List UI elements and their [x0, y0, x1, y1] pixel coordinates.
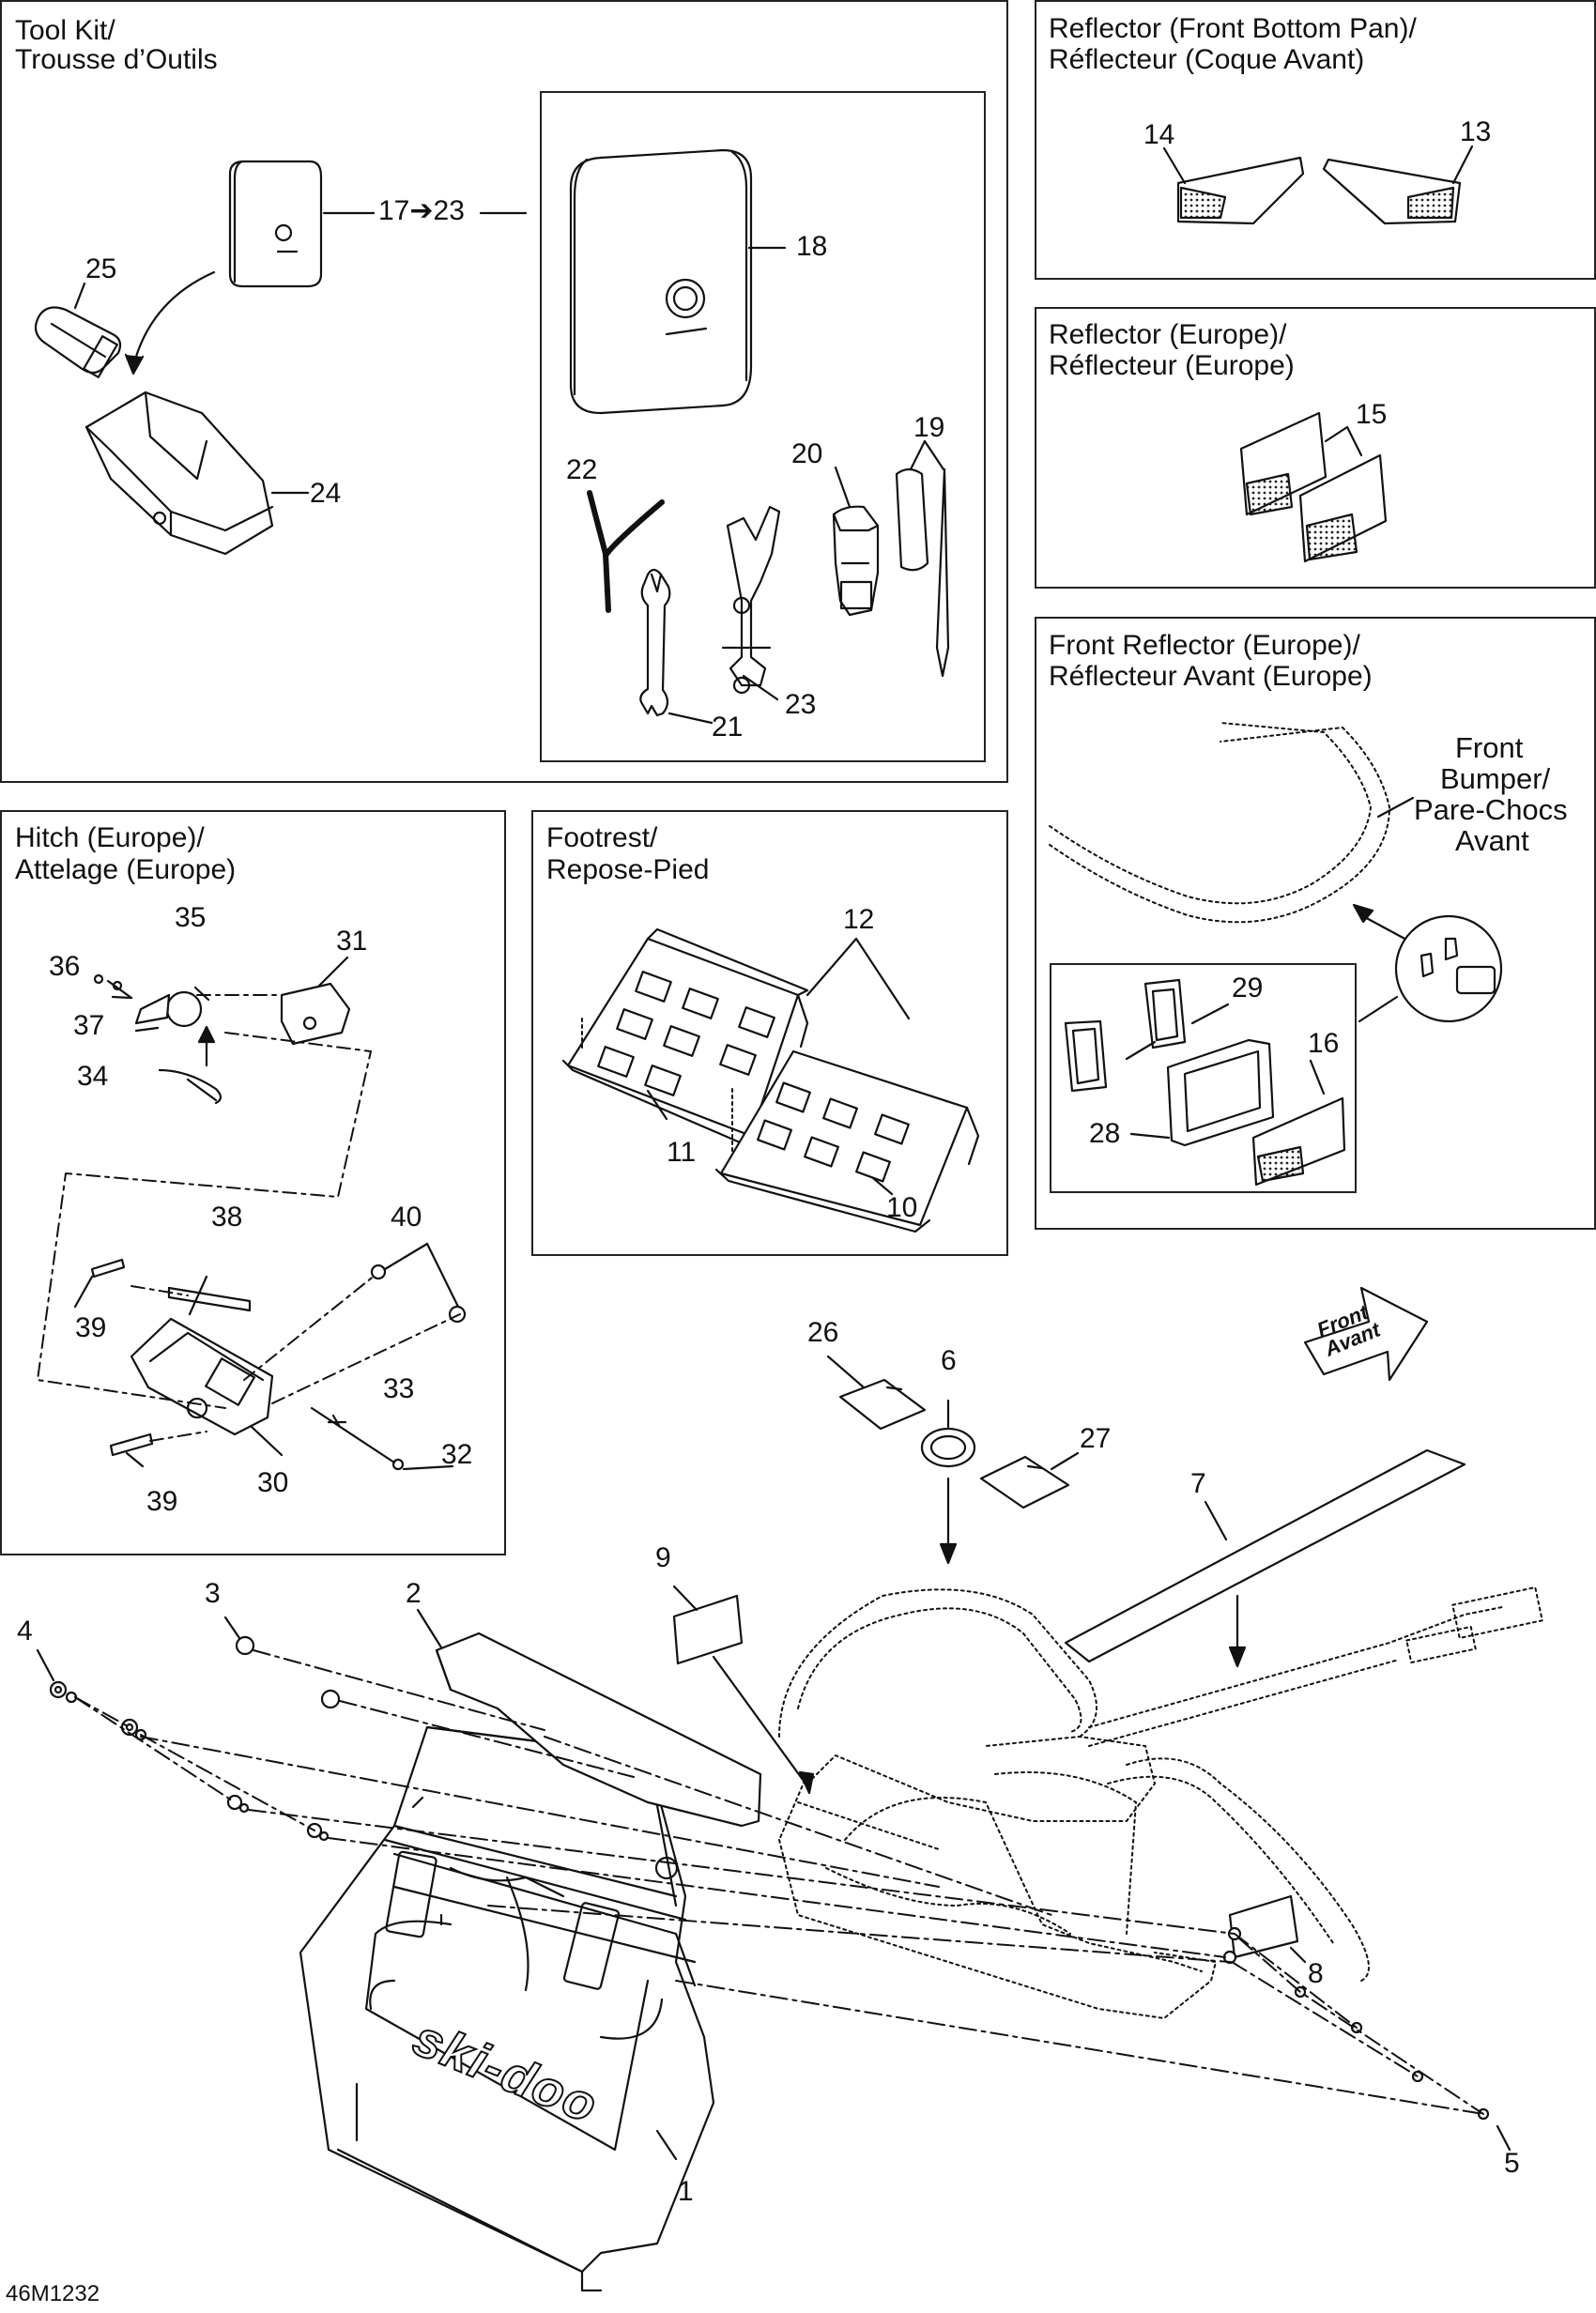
part-number-20: 20	[791, 438, 823, 469]
wrench-21	[639, 568, 671, 717]
tool-bracket	[84, 391, 274, 556]
front-bumper-label-2: Bumper/	[1440, 762, 1551, 795]
footrest-title-en: Footrest/	[546, 822, 658, 853]
part-number-22: 22	[566, 454, 598, 485]
range-17-23-label: 17➔23	[378, 195, 465, 226]
part-number-31: 31	[336, 926, 368, 957]
part-number-15: 15	[1356, 399, 1388, 430]
part-number-21: 21	[712, 712, 744, 743]
part-number-8: 8	[1308, 1958, 1324, 1989]
reflector-front-bottom-title-fr: Réflecteur (Coque Avant)	[1049, 44, 1365, 75]
part-number-10: 10	[886, 1192, 918, 1223]
fastener-screws	[49, 1635, 1490, 2121]
part-number-25: 25	[85, 253, 117, 284]
part-number-37: 37	[73, 1010, 105, 1041]
part-number-24: 24	[310, 478, 342, 509]
front-bumper-label-3: Pare-Chocs	[1414, 793, 1568, 826]
part-number-28: 28	[1089, 1118, 1121, 1149]
front-bumper-label-1: Front	[1455, 731, 1524, 764]
reflector-europe-title-fr: Réflecteur (Europe)	[1049, 350, 1295, 381]
part-number-18: 18	[796, 231, 828, 262]
part-number-40: 40	[391, 1202, 422, 1233]
part-number-36: 36	[49, 951, 81, 982]
part-number-23: 23	[785, 689, 817, 720]
front-reflector-europe-title-fr: Réflecteur Avant (Europe)	[1049, 661, 1373, 692]
front-bumper-part	[435, 1631, 762, 1828]
part-number-4: 4	[17, 1616, 33, 1647]
part-number-9: 9	[655, 1542, 671, 1573]
tool-bag-small	[228, 160, 323, 288]
footrest-left	[561, 927, 809, 1147]
part-number-11: 11	[667, 1137, 697, 1168]
tool-bag-large	[569, 148, 753, 415]
part-number-6: 6	[941, 1345, 957, 1376]
part-number-30: 30	[257, 1467, 289, 1498]
screwdriver-19	[895, 467, 950, 678]
part-number-26: 26	[807, 1317, 839, 1348]
part-number-19: 19	[913, 412, 945, 443]
part-number-1: 1	[678, 2176, 694, 2207]
reflector-front-bottom-panel	[1035, 0, 1596, 280]
front-reflector-europe-title-en: Front Reflector (Europe)/	[1049, 630, 1360, 661]
part-number-39b: 39	[146, 1486, 178, 1517]
frame-dotted-outline	[778, 1586, 1543, 2019]
part-number-5: 5	[1504, 2148, 1520, 2179]
footrest-right	[714, 1049, 980, 1233]
part-number-39a: 39	[75, 1312, 107, 1343]
part-number-12: 12	[843, 904, 875, 935]
spark-plug-tool	[721, 505, 781, 695]
part-number-38: 38	[211, 1202, 243, 1233]
reflector-europe-title-en: Reflector (Europe)/	[1049, 319, 1287, 350]
front-bottom-pan	[299, 1718, 715, 2292]
part-number-7: 7	[1190, 1468, 1206, 1499]
part-number-33: 33	[383, 1373, 415, 1404]
part-number-3: 3	[205, 1578, 221, 1609]
hitch-panel	[0, 810, 506, 1555]
socket-20	[832, 505, 880, 617]
front-direction-arrow	[1303, 1286, 1429, 1382]
hitch-title-en: Hitch (Europe)/	[15, 822, 205, 853]
part-number-27: 27	[1080, 1423, 1112, 1454]
tool-clip	[34, 306, 122, 378]
part-number-35: 35	[175, 902, 207, 933]
part-number-32: 32	[441, 1439, 473, 1470]
hitch-title-fr: Attelage (Europe)	[15, 854, 237, 885]
toolkit-title-fr: Trousse d’Outils	[15, 44, 218, 75]
front-bumper-outline	[1049, 722, 1390, 924]
figure-reference: 46M1232	[6, 2281, 100, 2306]
part-number-13: 13	[1460, 116, 1492, 147]
footrest-title-fr: Repose-Pied	[546, 854, 710, 885]
front-bumper-label-4: Avant	[1455, 824, 1529, 857]
part-number-2: 2	[406, 1578, 422, 1609]
part-number-29: 29	[1232, 973, 1264, 1003]
part-number-34: 34	[77, 1061, 109, 1092]
toolkit-title-en: Tool Kit/	[15, 15, 115, 46]
part-number-16: 16	[1308, 1028, 1340, 1059]
reflector-front-bottom-title-en: Reflector (Front Bottom Pan)/	[1049, 13, 1417, 44]
part-number-14: 14	[1143, 119, 1175, 150]
